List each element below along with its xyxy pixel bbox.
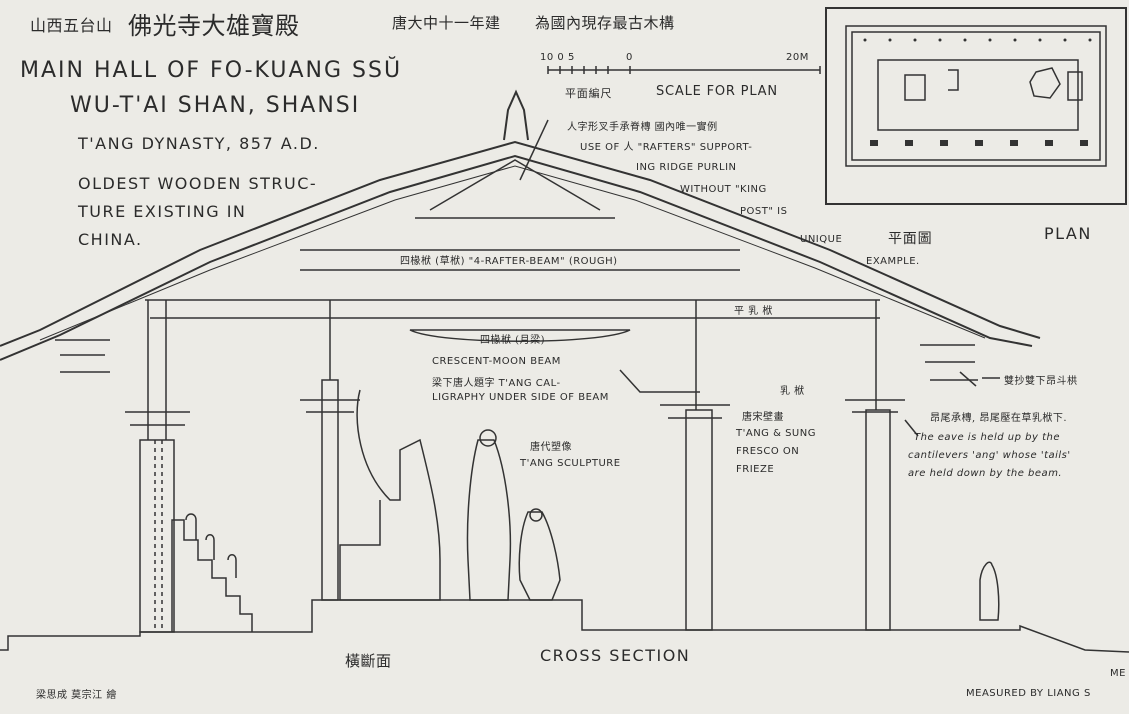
fresco-note-cn: 唐宋壁畫: [742, 412, 784, 423]
ru-fu-label: 乳 栿: [780, 386, 805, 397]
corner-label: ME: [1110, 668, 1126, 679]
eave-note-2: cantilevers 'ang' whose 'tails': [908, 450, 1071, 461]
eave-note-3: are held down by the beam.: [908, 468, 1063, 479]
scale-label-cn: 平面編尺: [565, 87, 613, 100]
scale-label-en: SCALE FOR PLAN: [656, 84, 778, 99]
drawn-by-cn: 梁思成 莫宗江 繪: [36, 690, 117, 701]
fresco-note-1: T'ANG & SUNG: [736, 428, 816, 439]
ping-ru-fu-label: 平 乳 栿: [734, 306, 773, 317]
rafters-note-cn: 人字形叉手承脊槫 國內唯一實例: [567, 122, 718, 133]
title-line-1: MAIN HALL OF FO-KUANG SSŬ: [20, 58, 403, 83]
header-chinese-large: 佛光寺大雄寶殿: [128, 12, 300, 40]
scale-right-label: 20M: [786, 52, 809, 63]
rafters-note-1: USE OF 人 "RAFTERS" SUPPORT-: [580, 142, 753, 153]
title-line-2: WU-T'AI SHAN, SHANSI: [70, 93, 361, 118]
scale-zero-label: 0: [626, 52, 633, 63]
title-line-3: T'ANG DYNASTY, 857 A.D.: [78, 134, 320, 153]
bodhisattva-statue: [466, 439, 512, 601]
rafters-note-4: POST" IS: [740, 206, 788, 217]
four-rafter-moon-beam-label: 四椽栿 (月梁): [480, 335, 545, 346]
rafters-note-3: WITHOUT "KING: [680, 184, 767, 195]
fresco-note-2: FRESCO ON: [736, 446, 800, 457]
header-chinese-small: 山西五台山: [30, 16, 113, 35]
sculpture-note-en: T'ANG SCULPTURE: [520, 458, 621, 469]
subtitle-line-2: TURE EXISTING IN: [78, 202, 247, 221]
column-inner-right: [685, 409, 713, 631]
guardian-statue: [518, 511, 561, 601]
column-inner-left: [321, 379, 339, 601]
ridge-ornament: [503, 89, 529, 141]
ground-line: [0, 599, 1129, 653]
crescent-note-3: LIGRAPHY UNDER SIDE OF BEAM: [432, 392, 609, 403]
roof-outline: [0, 140, 1041, 347]
scale-bar: [547, 66, 821, 74]
rafters-note-2: ING RIDGE PURLIN: [636, 162, 737, 173]
left-stair: [171, 519, 253, 632]
header-chinese-note: 為國內現存最古木構: [535, 14, 675, 32]
sculpture-note-cn: 唐代塑像: [530, 442, 572, 453]
header-chinese-date: 唐大中十一年建: [392, 14, 501, 32]
fresco-note-3: FRIEZE: [736, 464, 775, 475]
scale-left-label: 10 0 5: [540, 52, 575, 63]
buddha-statue: [339, 389, 441, 601]
column-outer-right: [865, 409, 891, 631]
rafters-note-6: EXAMPLE.: [866, 256, 920, 267]
rafters-note-5: UNIQUE: [800, 234, 843, 245]
plan-label-en: PLAN: [1044, 224, 1092, 243]
four-rafter-beam-label: 四椽栿 (草栿) "4-RAFTER-BEAM" (ROUGH): [400, 256, 618, 267]
measured-by: MEASURED BY LIANG S: [966, 688, 1091, 699]
plan-label-cn: 平面圖: [888, 231, 933, 247]
person-figure: [979, 561, 1000, 621]
plan-outline: [825, 7, 1127, 205]
crescent-note-2: 梁下唐人題字 T'ANG CAL-: [432, 378, 561, 389]
eave-note-1: The eave is held up by the: [914, 432, 1060, 443]
subtitle-line-1: OLDEST WOODEN STRUC-: [78, 174, 318, 193]
eave-note-cn: 昂尾承槫, 昂尾壓在草乳栿下.: [930, 413, 1068, 424]
column-outer-left: [139, 439, 175, 633]
section-label-cn: 橫斷面: [345, 652, 392, 670]
crescent-note-1: CRESCENT-MOON BEAM: [432, 356, 561, 367]
bracket-note-cn: 雙抄雙下昂斗栱: [1004, 376, 1078, 387]
subtitle-line-3: CHINA.: [78, 230, 143, 249]
section-label-en: CROSS SECTION: [540, 646, 691, 665]
